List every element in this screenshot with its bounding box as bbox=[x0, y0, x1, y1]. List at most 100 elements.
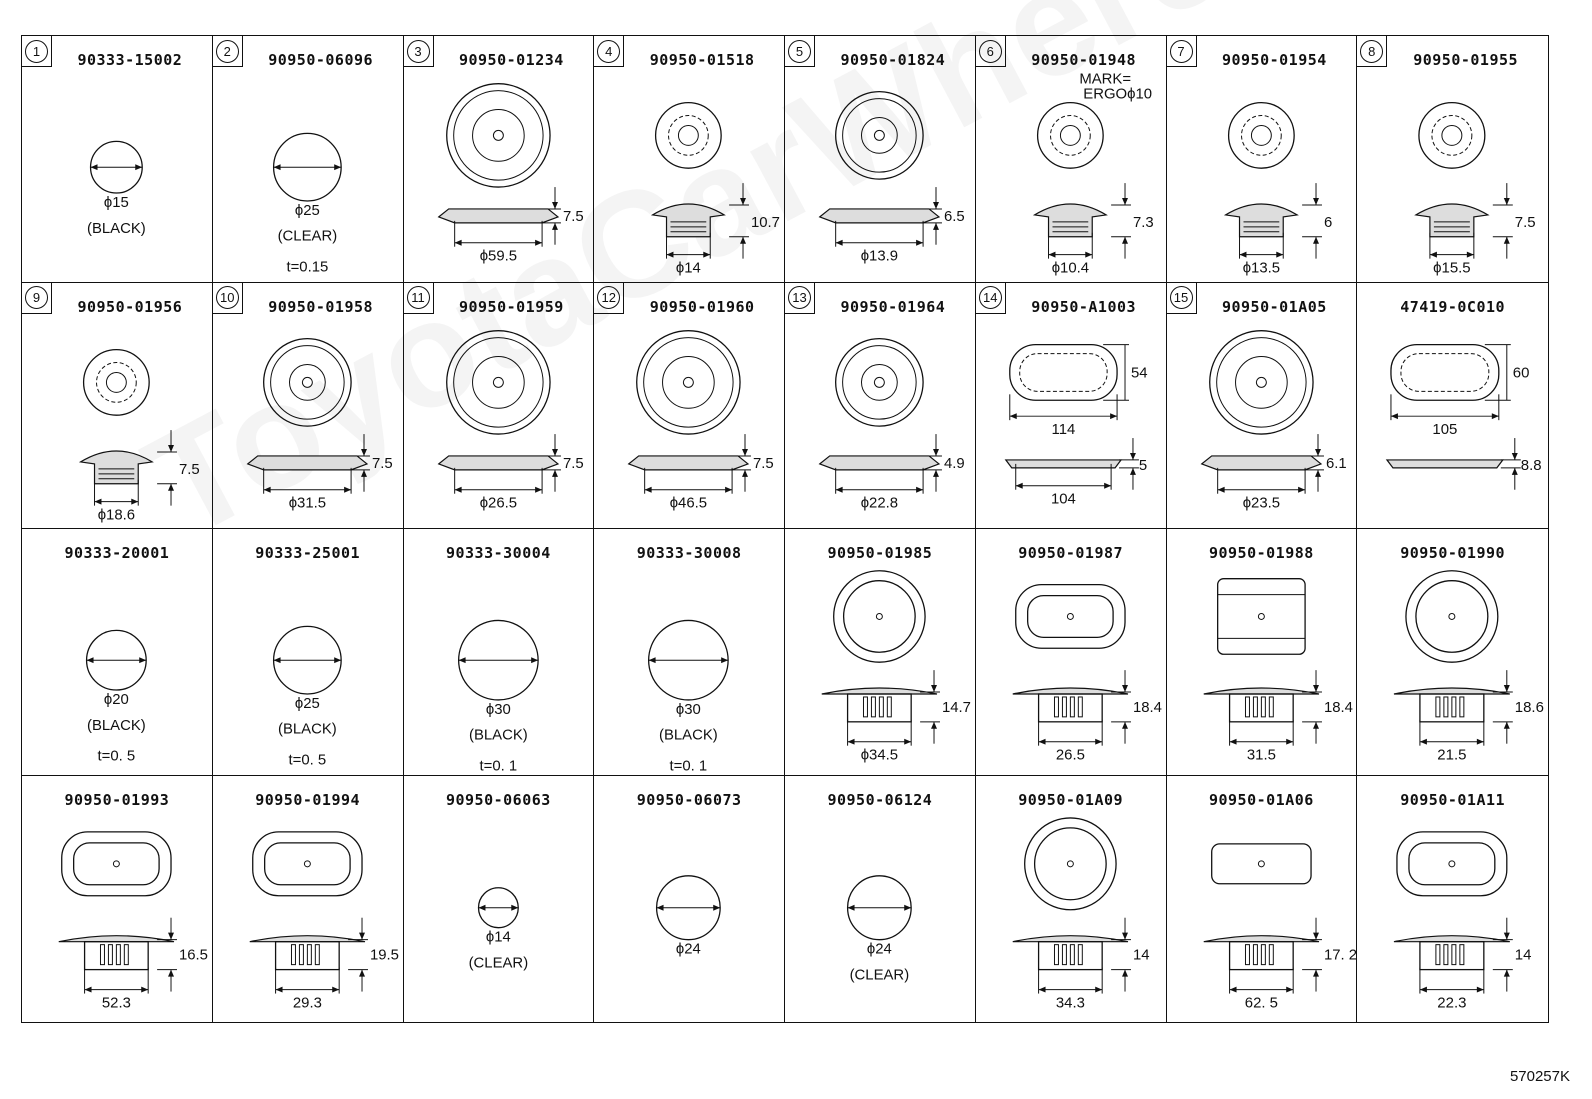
plug-hole bbox=[1059, 124, 1081, 146]
diameter-label: ϕ14 bbox=[485, 928, 510, 945]
dimension-width: ϕ14 bbox=[676, 261, 701, 277]
clip-inner bbox=[263, 841, 351, 885]
dimension-width: ϕ22.8 bbox=[861, 495, 898, 511]
part-number: 90950-A1003 bbox=[1031, 297, 1137, 316]
oval-profile bbox=[1386, 458, 1505, 468]
plug-profile bbox=[651, 203, 727, 238]
dimension-width: 21.5 bbox=[1438, 747, 1467, 764]
part-number: 90950-01824 bbox=[840, 51, 946, 69]
part-number: 90950-01954 bbox=[1221, 51, 1327, 69]
part-drawing: ϕ24 bbox=[594, 776, 784, 1023]
oval-inner bbox=[1400, 352, 1490, 392]
thickness-label: t=0.15 bbox=[286, 260, 328, 276]
item-number-badge: 6 bbox=[978, 39, 1002, 63]
ring-inner bbox=[860, 117, 898, 154]
ring-profile bbox=[437, 454, 559, 470]
ring-mid bbox=[452, 336, 544, 428]
dimension-width: ϕ59.5 bbox=[479, 249, 516, 265]
plug-inner bbox=[96, 361, 137, 403]
part-drawing: ϕ25 (CLEAR) t=0.15 bbox=[213, 36, 403, 282]
dimension-height: 7.5 bbox=[179, 461, 200, 477]
part-number: 90950-01985 bbox=[827, 544, 933, 562]
item-number-badge: 12 bbox=[597, 286, 621, 309]
clip-outline bbox=[833, 570, 926, 663]
part-number: 90333-25001 bbox=[255, 544, 361, 562]
part-number: 90950-01234 bbox=[458, 51, 564, 69]
part-drawing-svg: 34.314 bbox=[1012, 816, 1149, 1011]
diameter-label: ϕ15 bbox=[104, 195, 129, 211]
diameter-label: ϕ25 bbox=[295, 203, 320, 219]
part-number: 47419-0C010 bbox=[1400, 297, 1506, 316]
item-number-badge: 14 bbox=[978, 286, 1002, 309]
ring-outer bbox=[262, 337, 352, 427]
part-number: 90950-01955 bbox=[1413, 51, 1519, 69]
clip-body bbox=[1419, 940, 1485, 970]
part-number: 90950-01948 bbox=[1031, 51, 1137, 69]
clip-head bbox=[58, 934, 175, 942]
dimension-height: 7.5 bbox=[372, 455, 393, 471]
color-label: (BLACK) bbox=[87, 718, 146, 734]
item-number-badge: 8 bbox=[1360, 39, 1384, 63]
ring-outer bbox=[835, 91, 924, 180]
clip-outline bbox=[1210, 842, 1312, 884]
clip-outline bbox=[1396, 830, 1508, 896]
plug-profile bbox=[1032, 203, 1108, 238]
clip-head bbox=[1203, 687, 1319, 695]
item-number: 2 bbox=[212, 36, 243, 67]
part-drawing-svg: 22.314 bbox=[1394, 830, 1532, 1011]
diameter-label: ϕ30 bbox=[485, 702, 510, 718]
drawing-code: 570257K bbox=[1509, 1068, 1570, 1085]
ring-inner bbox=[1234, 355, 1288, 409]
part-drawing-svg: 29.319.5 bbox=[249, 830, 399, 1011]
plug-inner bbox=[668, 115, 709, 156]
part-drawing: ϕ15(BLACK) bbox=[22, 36, 212, 282]
part-number: 90950-01959 bbox=[458, 297, 564, 316]
clip-inner bbox=[73, 841, 160, 885]
ring-profile bbox=[246, 454, 368, 470]
diameter-label: ϕ30 bbox=[676, 702, 701, 718]
clip-hole bbox=[1257, 612, 1265, 620]
dimension-height: 18.4 bbox=[1323, 700, 1352, 716]
clip-inner bbox=[842, 580, 916, 653]
dimension-height: 6.5 bbox=[944, 209, 965, 225]
dimension-height: 19.5 bbox=[370, 946, 399, 963]
dimension-height: 16.5 bbox=[179, 946, 208, 963]
part-number: 90333-30004 bbox=[445, 544, 551, 562]
part-number: 90950-06073 bbox=[636, 790, 742, 809]
clip-body bbox=[1037, 693, 1103, 723]
dimension-height: 5 bbox=[1139, 457, 1147, 473]
ring-profile bbox=[437, 208, 559, 224]
dimension-height: 6.1 bbox=[1325, 455, 1346, 471]
ring-profile bbox=[818, 208, 941, 224]
part-drawing-svg: ϕ23.56.1 bbox=[1200, 329, 1346, 511]
part-drawing-svg: ϕ13.96.5 bbox=[818, 91, 965, 265]
dimension-height: 60 bbox=[1513, 364, 1530, 381]
color-label: (CLEAR) bbox=[277, 229, 337, 245]
